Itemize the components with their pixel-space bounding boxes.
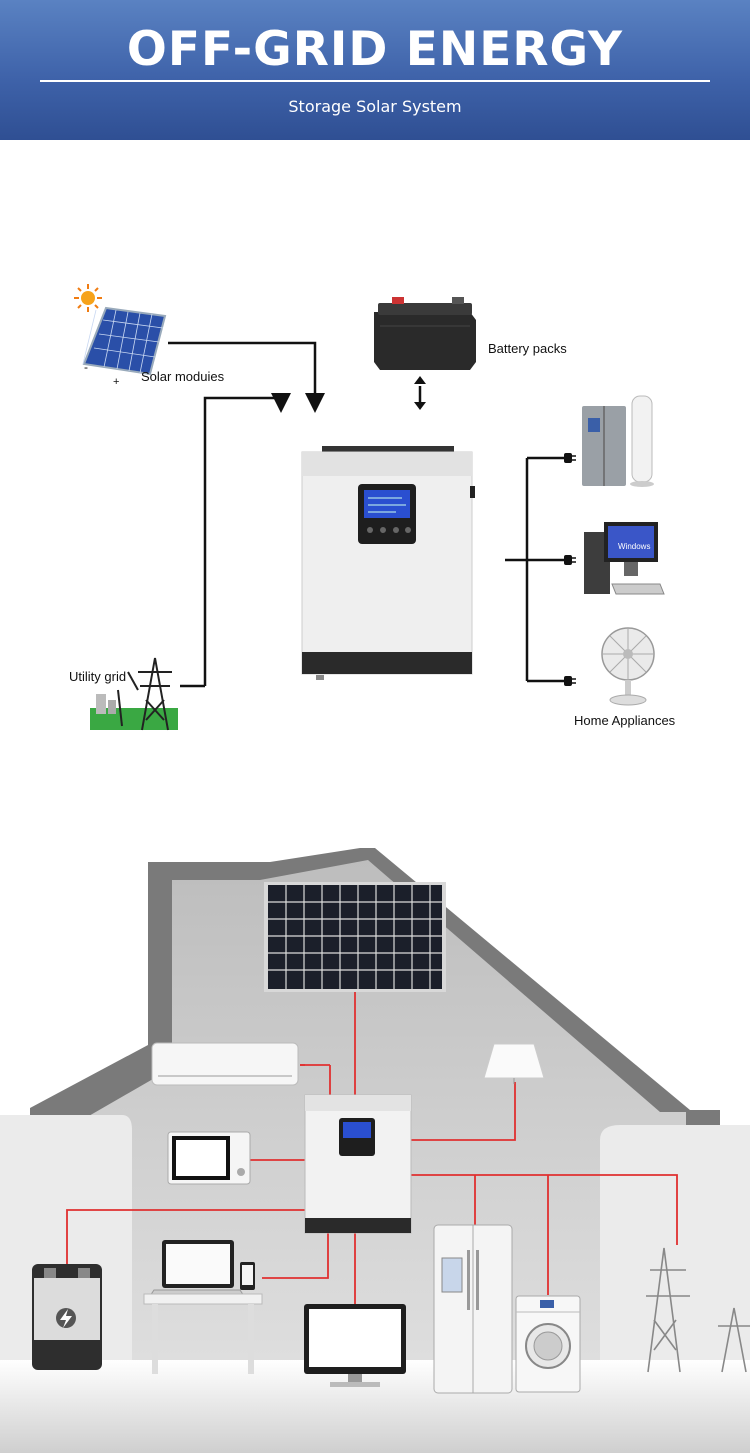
pylon-icon — [90, 657, 178, 731]
solar-plus-label: + — [113, 376, 120, 388]
house-diagram — [0, 820, 750, 1453]
solar-panel-icon — [82, 306, 167, 376]
plug-icon — [564, 453, 576, 686]
monitor-icon — [304, 1304, 406, 1387]
page-subtitle: Storage Solar System — [288, 97, 462, 116]
wire-lines — [168, 341, 566, 688]
system-wiring-diagram: Solar moduies - + Battery packs Utility … — [0, 240, 750, 780]
pylon-icon — [646, 1247, 750, 1373]
solar-minus-label: - — [84, 360, 88, 374]
sun-icon — [74, 284, 102, 312]
solar-label: Solar moduies — [141, 369, 225, 384]
fridge-icon — [582, 406, 626, 486]
appliances-label: Home Appliances — [574, 713, 676, 728]
power-wires — [66, 992, 678, 1305]
solar-panel-icon — [264, 882, 446, 992]
inverter-icon — [301, 446, 475, 680]
battery-icon — [374, 297, 476, 370]
inverter-icon — [304, 1094, 412, 1234]
phone-icon — [240, 1262, 255, 1290]
battery-icon — [32, 1264, 102, 1370]
screen-text: Windows — [618, 542, 651, 551]
divider — [40, 80, 710, 82]
battery-arrows — [414, 376, 426, 410]
lamp-icon — [483, 1043, 545, 1084]
computer-icon — [584, 522, 665, 595]
laptop-icon — [149, 1240, 245, 1297]
microwave-icon — [167, 1131, 251, 1185]
wiring-svg — [74, 284, 665, 731]
desk-fan-icon — [601, 627, 655, 706]
desk — [143, 1293, 263, 1374]
battery-label: Battery packs — [488, 341, 567, 356]
air-conditioner-icon — [151, 1042, 299, 1086]
washing-machine-icon — [515, 1295, 581, 1393]
tower-fan-icon — [630, 395, 654, 487]
page-title: OFF-GRID ENERGY — [126, 22, 624, 77]
grid-label: Utility grid — [69, 669, 127, 684]
header-banner: OFF-GRID ENERGY Storage Solar System — [0, 0, 750, 140]
house-svg — [0, 848, 750, 1453]
fridge-icon — [433, 1224, 513, 1394]
